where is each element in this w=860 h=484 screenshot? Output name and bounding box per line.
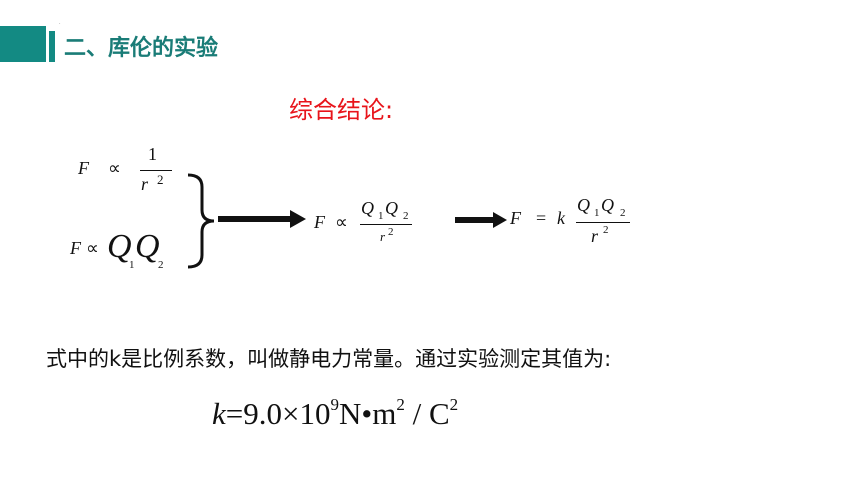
heading-dot: . bbox=[59, 20, 61, 26]
final-eq: = bbox=[536, 208, 547, 228]
constant-unit-m: m bbox=[372, 396, 397, 431]
final-sub2: 2 bbox=[620, 207, 626, 219]
law2-F: F bbox=[70, 238, 81, 258]
law1-numerator: 1 bbox=[148, 144, 157, 164]
brace-icon bbox=[187, 173, 215, 269]
final-fraction-line bbox=[576, 222, 630, 223]
arrow-right-icon bbox=[218, 210, 306, 228]
constant-slash: / bbox=[404, 396, 429, 431]
law1-prop: ∝ bbox=[108, 158, 121, 178]
law2-Q1: Q bbox=[107, 228, 132, 265]
law1-fraction-line bbox=[140, 170, 172, 171]
conclusion-label: 综合结论: bbox=[289, 96, 394, 124]
combined-den-exp: 2 bbox=[388, 226, 394, 238]
final-den-r: r bbox=[591, 226, 599, 246]
combined-sub1: 1 bbox=[378, 210, 384, 222]
constant-value: =9.0×10 bbox=[225, 396, 331, 431]
heading-accent-strip bbox=[49, 31, 55, 62]
constant-exp: 9 bbox=[330, 395, 339, 414]
constant-dot: • bbox=[361, 396, 373, 431]
heading-accent-bar bbox=[0, 26, 52, 62]
coulomb-constant-formula: k=9.0×109N•m2 / C2 bbox=[212, 395, 458, 432]
combined-fraction-line bbox=[360, 224, 412, 225]
final-den-exp: 2 bbox=[603, 224, 609, 236]
combined-prop: ∝ bbox=[335, 212, 348, 232]
constant-m-exp: 2 bbox=[396, 395, 405, 414]
constant-unit-C: C bbox=[428, 396, 450, 431]
combined-sub2: 2 bbox=[403, 210, 409, 222]
description-text: 式中的k是比例系数，叫做静电力常量。通过实验测定其值为: bbox=[46, 347, 612, 371]
law2-prop: ∝ bbox=[86, 238, 99, 258]
final-Q1: Q bbox=[577, 195, 590, 215]
combined-den-r: r bbox=[380, 229, 386, 244]
final-F: F bbox=[510, 208, 521, 228]
combined-Q1: Q bbox=[361, 198, 374, 218]
constant-C-exp: 2 bbox=[449, 395, 459, 414]
law2-Q2: Q bbox=[135, 228, 160, 265]
law2-sub1: 1 bbox=[129, 259, 135, 271]
combined-F: F bbox=[314, 212, 325, 232]
combined-Q2: Q bbox=[385, 198, 398, 218]
constant-k: k bbox=[212, 396, 226, 431]
law1-den-r: r bbox=[141, 174, 149, 194]
law1-F: F bbox=[78, 158, 89, 178]
final-Q2: Q bbox=[601, 195, 614, 215]
arrow-right-icon bbox=[455, 212, 507, 228]
law2-sub2: 2 bbox=[158, 259, 164, 271]
final-k: k bbox=[557, 208, 565, 228]
section-heading: 二、库伦的实验 bbox=[64, 36, 219, 61]
final-sub1: 1 bbox=[594, 207, 600, 219]
law1-den-exp: 2 bbox=[157, 172, 164, 187]
constant-unit-N: N bbox=[338, 396, 362, 431]
